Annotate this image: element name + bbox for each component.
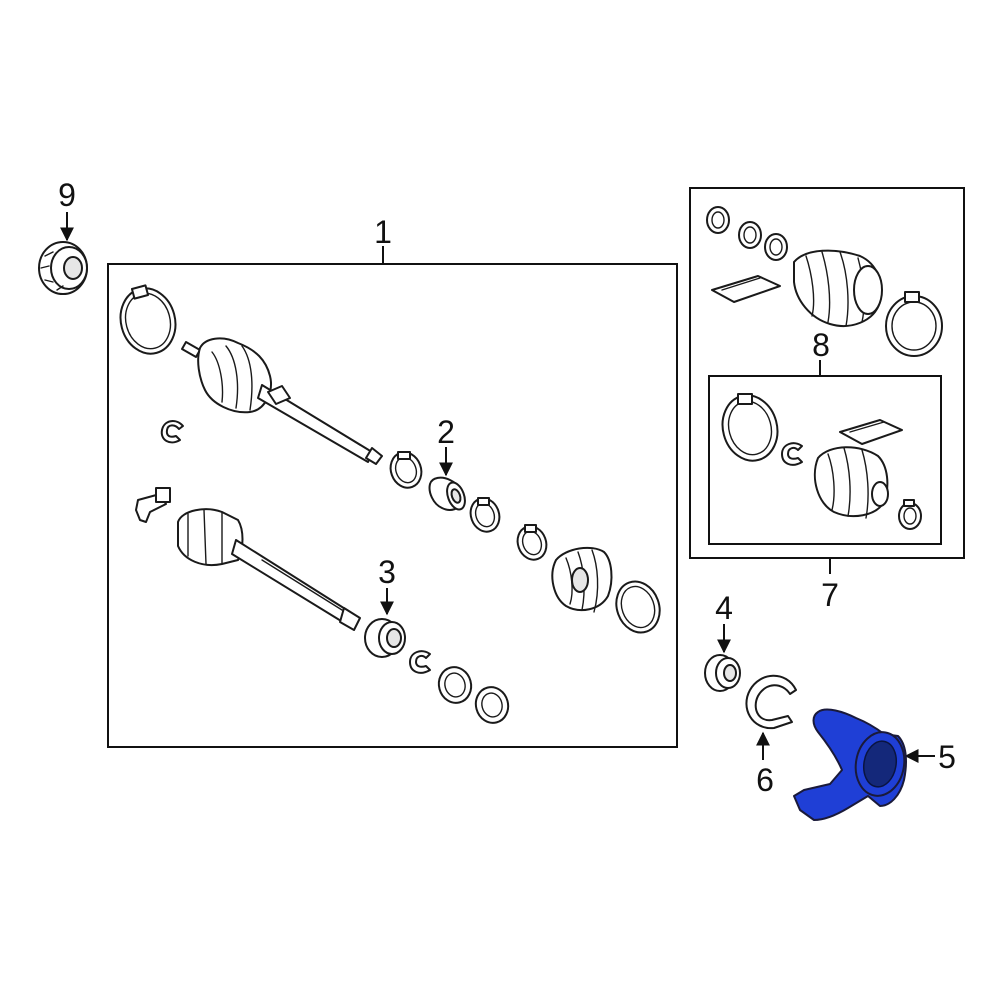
label-5: 5: [938, 739, 956, 775]
kit-7-clamps: [706, 206, 788, 261]
axle-inner-clamp: [615, 580, 661, 634]
label-6: 6: [756, 762, 774, 798]
label-2: 2: [437, 414, 455, 450]
boot-kit-frame-inner: [708, 375, 942, 545]
label-4: 4: [715, 590, 733, 626]
axle-inner-shaft: [177, 508, 361, 631]
axle-seal-a: [437, 666, 473, 704]
label-8: 8: [812, 327, 830, 363]
axle-clamp-small-c: [516, 524, 548, 561]
axle-snap-ring: [160, 420, 184, 444]
axle-clamp-small-b: [469, 497, 501, 533]
kit-8-boot: [813, 446, 889, 519]
kit-8-grease-packet: [839, 419, 903, 445]
part-3-bearing: [364, 618, 406, 658]
kit-8-clamp-large: [721, 393, 779, 462]
kit-7-grease-packet: [711, 275, 781, 303]
axle-clamp-small-a: [389, 451, 423, 489]
axle-assembly-frame: [107, 263, 678, 748]
axle-snap-ring-2: [409, 650, 431, 674]
part-4-bearing: [704, 654, 741, 692]
part-5-bracket: [793, 708, 907, 821]
label-9: 9: [58, 177, 76, 213]
part-9-nut: [38, 241, 88, 295]
kit-8-snap-ring: [781, 442, 803, 466]
axle-seal-b: [474, 686, 510, 724]
label-7: 7: [821, 577, 839, 613]
axle-tripod: [135, 487, 171, 523]
boot-kit-frame-outer: [689, 187, 965, 559]
kit-7-boot: [793, 249, 883, 327]
kit-8-clamp-small: [898, 499, 922, 530]
axle-outer-clamp: [119, 284, 177, 355]
kit-7-clamp-large: [885, 291, 943, 357]
axle-inner-boot: [551, 546, 613, 613]
bracket-bore-inner: [862, 740, 898, 788]
axle-outer-shaft: [181, 337, 383, 465]
part-6-snap-ring: [745, 674, 797, 730]
part-2-damper: [428, 476, 466, 511]
label-1: 1: [374, 214, 392, 250]
label-3: 3: [378, 554, 396, 590]
